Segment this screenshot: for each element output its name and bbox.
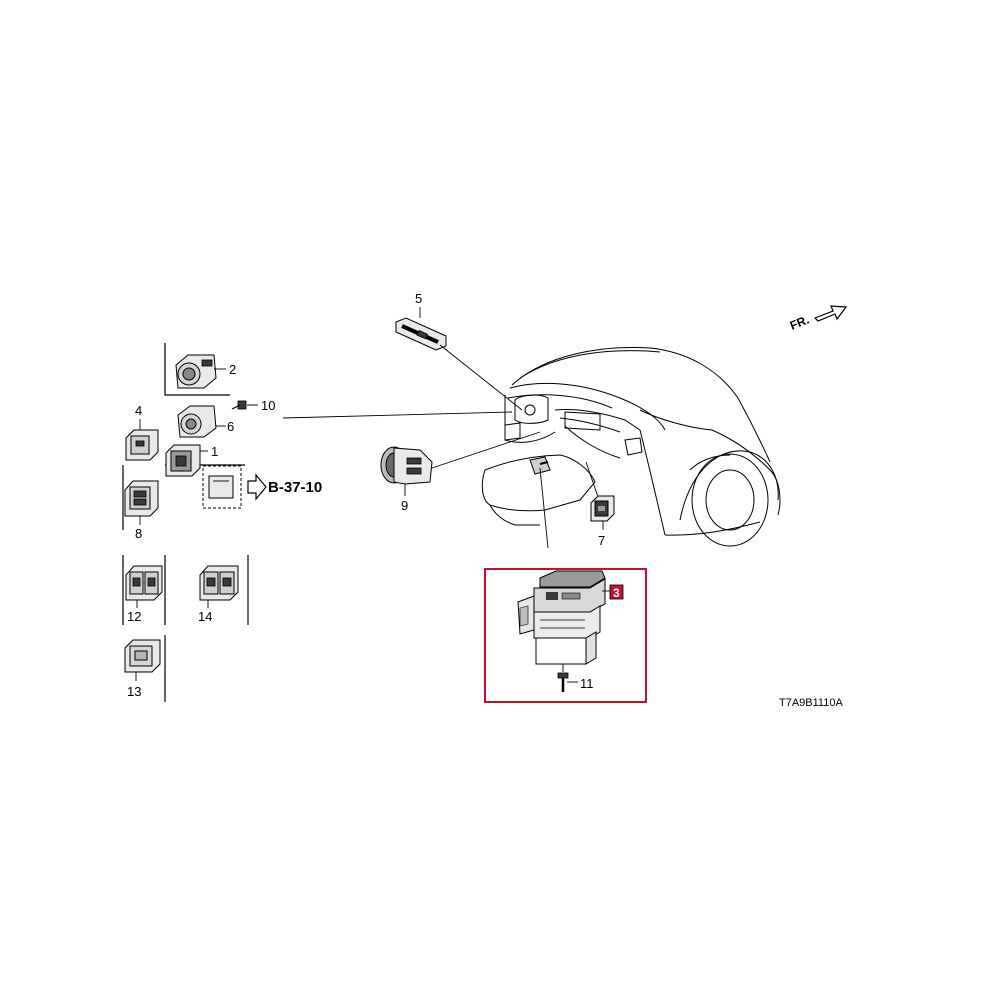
- part-6-switch: [177, 405, 226, 438]
- callout-4: 4: [135, 403, 142, 418]
- part-2-switch: [175, 354, 226, 389]
- callout-10: 10: [261, 398, 275, 413]
- part-10-bolt: [231, 400, 258, 410]
- part-8-switch: [124, 480, 159, 525]
- callout-13: 13: [127, 684, 141, 699]
- callout-6: 6: [227, 419, 234, 434]
- callout-1: 1: [211, 444, 218, 459]
- part-3-switch-assembly[interactable]: [517, 570, 606, 665]
- front-arrow-icon: [813, 305, 848, 322]
- part-9-switch: [380, 431, 541, 496]
- reference-arrow-icon: [247, 473, 267, 501]
- part-11-screw: [557, 664, 578, 692]
- callout-12: 12: [127, 609, 141, 624]
- drawing-code: T7A9B1110A: [779, 697, 843, 709]
- callout-8: 8: [135, 526, 142, 541]
- front-direction-indicator: FR.: [788, 305, 848, 333]
- part-5-switch: [395, 307, 523, 411]
- part-7-switch: [585, 461, 615, 530]
- reference-connector-box: [202, 465, 242, 509]
- part-3-badge[interactable]: 3: [609, 584, 624, 600]
- callout-3: 3: [613, 586, 620, 600]
- part-4-switch: [125, 419, 159, 461]
- callout-2: 2: [229, 362, 236, 377]
- vehicle-interior-illustration: [481, 347, 781, 547]
- leader-line-3: [539, 467, 549, 549]
- part-13-switch: [124, 639, 161, 681]
- group-bracket-2: [164, 343, 230, 396]
- leader-line-10: [282, 411, 513, 419]
- group-bracket-12-14: [122, 555, 249, 625]
- front-direction-label: FR.: [788, 313, 811, 333]
- part-1-switch: [165, 444, 208, 477]
- callout-7: 7: [598, 533, 605, 548]
- part-14-switch: [199, 565, 239, 608]
- callout-5: 5: [415, 291, 422, 306]
- callout-9: 9: [401, 498, 408, 513]
- part-12-switch: [125, 565, 163, 608]
- highlighted-part-frame: [484, 568, 647, 703]
- reference-page-label[interactable]: B-37-10: [268, 479, 322, 496]
- callout-11: 11: [580, 676, 594, 691]
- callout-14: 14: [198, 609, 212, 624]
